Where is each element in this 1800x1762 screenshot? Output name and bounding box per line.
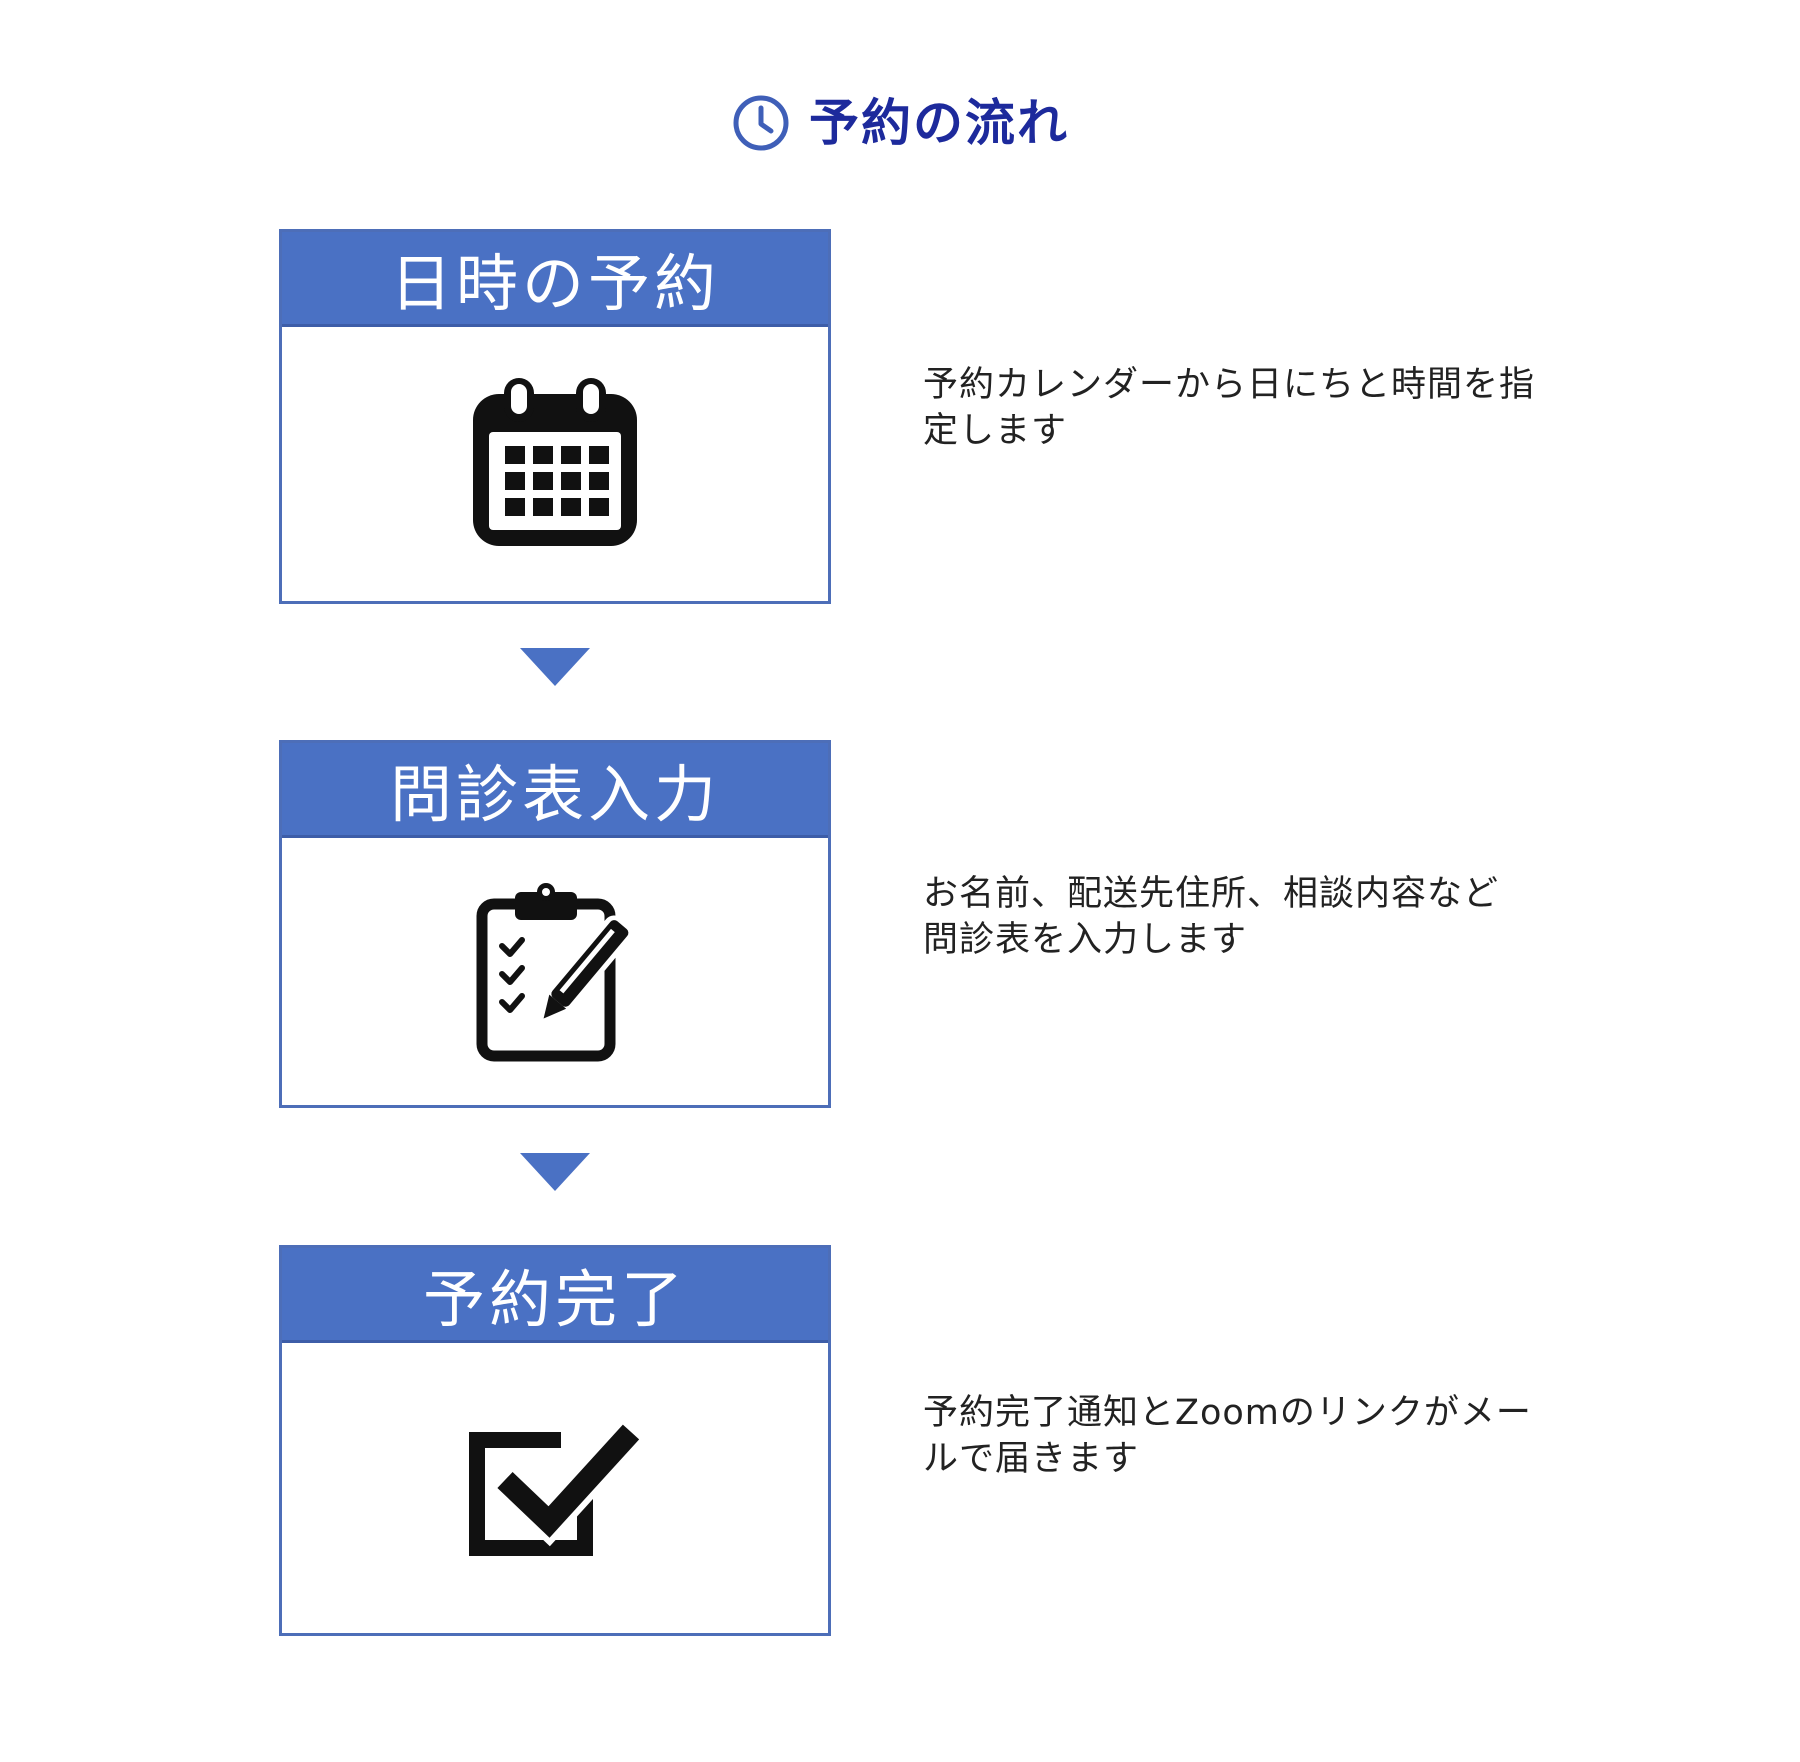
step-header: 問診表入力 [282,743,828,838]
arrow-down-icon [520,648,590,686]
step-2-description: お名前、配送先住所、相談内容など 問診表を入力します [923,874,1500,960]
step-body [282,838,828,1105]
calendar-icon [473,378,637,546]
step-body [282,327,828,601]
step-2: 問診表入力 [279,740,831,1108]
step-card: 問診表入力 [279,740,831,1108]
step-1: 日時の予約 [279,229,831,604]
section-title: 予約の流れ [0,88,1800,158]
arrow-down-icon [520,1153,590,1191]
step-3-description: 予約完了通知とZoomのリンクがメー ルで届きます [923,1393,1532,1479]
step-header: 日時の予約 [282,232,828,327]
step-3: 予約完了 [279,1245,831,1636]
step-card: 日時の予約 [279,229,831,604]
step-card: 予約完了 [279,1245,831,1636]
checkbox-check-icon [469,1420,644,1556]
step-header: 予約完了 [282,1248,828,1343]
step-body [282,1343,828,1633]
clock-icon [733,95,789,151]
step-1-description: 予約カレンダーから日にちと時間を指 定します [923,365,1536,451]
page-title: 予約の流れ [809,94,1069,152]
clipboard-pen-icon [476,882,633,1061]
